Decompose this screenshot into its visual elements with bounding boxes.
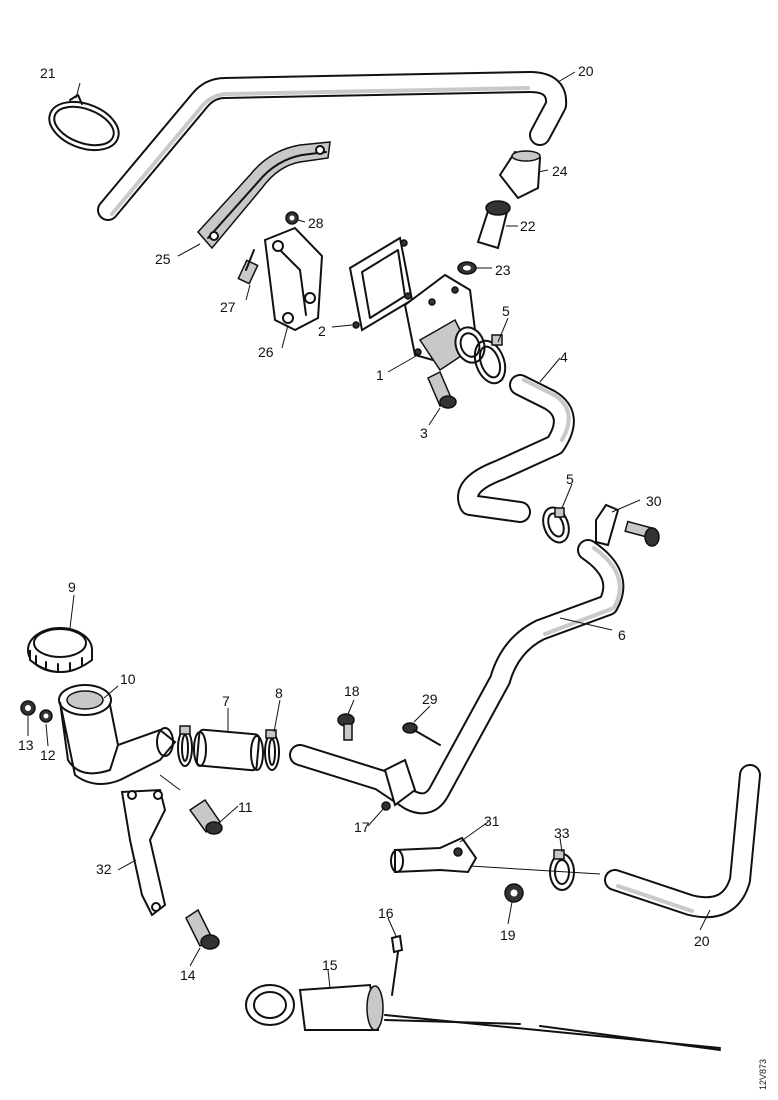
- callout-2: 2: [318, 323, 326, 339]
- hose-20-lower: [604, 764, 761, 919]
- plug-16: [390, 934, 404, 996]
- callout-20-upper: 20: [578, 63, 594, 79]
- leader-lines: [27, 71, 711, 989]
- callout-25: 25: [155, 251, 171, 267]
- callout-15: 15: [322, 957, 338, 973]
- gasket-2: [348, 236, 414, 332]
- callout-1: 1: [376, 367, 384, 383]
- level-sender-15: [245, 983, 721, 1051]
- callout-12: 12: [40, 747, 56, 763]
- callout-20-lower: 20: [694, 933, 710, 949]
- callout-3: 3: [420, 425, 428, 441]
- callout-13: 13: [18, 737, 34, 753]
- callout-11: 11: [238, 799, 253, 815]
- clamp-17: [381, 758, 417, 811]
- callout-9: 9: [68, 579, 76, 595]
- nut-19: [504, 883, 524, 903]
- callout-33: 33: [554, 825, 570, 841]
- bolt-11: [188, 798, 223, 835]
- callout-21: 21: [40, 65, 56, 81]
- clamp-8: [264, 729, 280, 771]
- bolt-18: [337, 713, 355, 741]
- callout-22: 22: [520, 218, 536, 234]
- bolt-27: [237, 249, 259, 285]
- callout-5-lower: 5: [566, 471, 574, 487]
- bolt-3: [427, 370, 457, 409]
- callout-29: 29: [422, 691, 438, 707]
- bolt-29: [402, 722, 441, 746]
- nut-28: [285, 211, 299, 225]
- hose-6: [289, 539, 625, 815]
- clip-ring-21: [48, 94, 120, 152]
- drawing-code: 12V873: [758, 1059, 768, 1090]
- callout-6: 6: [618, 627, 626, 643]
- housing-1: [403, 273, 486, 372]
- callout-10: 10: [120, 671, 136, 687]
- reservoir-10: [58, 684, 177, 785]
- bracket-32: [120, 788, 167, 917]
- callout-26-upper: 26: [258, 344, 274, 360]
- connector-24: [498, 150, 542, 200]
- callout-32: 32: [96, 861, 112, 877]
- elbow-30: [595, 503, 660, 547]
- hose-4: [457, 374, 575, 523]
- callout-5-upper: 5: [502, 303, 510, 319]
- callout-18: 18: [344, 683, 360, 699]
- callout-19: 19: [500, 927, 516, 943]
- tee-31: [390, 836, 478, 874]
- hose-clamp-5-upper: [473, 334, 507, 385]
- washer-12: [39, 709, 53, 723]
- callout-7: 7: [222, 693, 230, 709]
- callout-27: 27: [220, 299, 236, 315]
- nut-13: [20, 700, 36, 716]
- union-22: [476, 200, 511, 250]
- callout-30: 30: [646, 493, 662, 509]
- callout-31: 31: [484, 813, 500, 829]
- sleeve-7: [193, 728, 264, 772]
- callout-17: 17: [354, 819, 370, 835]
- callout-16: 16: [378, 905, 394, 921]
- bracket-25: [196, 141, 331, 250]
- clamp-33: [549, 849, 575, 891]
- reservoir-cap-9: [27, 627, 93, 673]
- callout-labels: 21 20 24 22 23 28 25 27 2 26 1 5 4 3 5 3…: [18, 63, 710, 983]
- callout-14: 14: [180, 967, 196, 983]
- clamp-8-left: [177, 725, 193, 767]
- washer-23: [457, 261, 477, 275]
- callout-23: 23: [495, 262, 511, 278]
- hose-20-upper: [97, 71, 568, 221]
- callout-28: 28: [308, 215, 324, 231]
- hose-clamp-5-lower: [542, 506, 570, 544]
- bracket-26-upper: [263, 226, 324, 332]
- bolt-14: [185, 908, 220, 950]
- callout-24: 24: [552, 163, 568, 179]
- callout-8: 8: [275, 685, 283, 701]
- callout-4: 4: [560, 349, 568, 365]
